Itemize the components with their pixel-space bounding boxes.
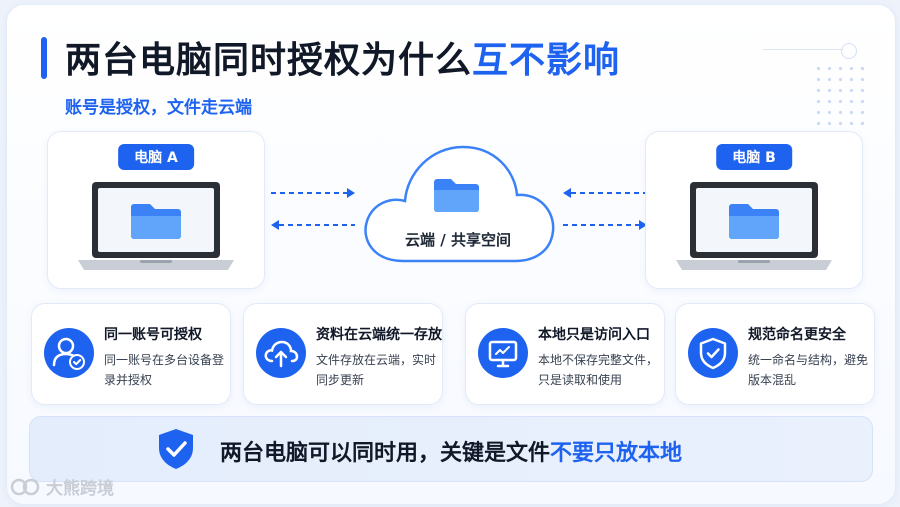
computer-b-label: 电脑 B [716,144,792,170]
page-subtitle: 账号是授权，文件走云端 [65,98,252,118]
cloud-icon [364,145,555,263]
laptop-icon [78,182,234,270]
feature-desc: 统一命名与结构，避免版本混乱 [748,353,869,387]
summary-banner: 两台电脑可以同时用，关键是文件不要只放本地 [29,416,873,482]
decor-line [763,49,843,50]
banner-text-main: 两台电脑可以同时用，关键是文件 [220,441,551,466]
shield-check-icon [159,429,193,469]
feature-title: 规范命名更安全 [748,327,846,343]
feature-card-local: 本地只是访问入口 本地不保存完整文件，只是读取和使用 [465,303,665,405]
banner-text: 两台电脑可以同时用，关键是文件不要只放本地 [220,435,682,467]
cloud-shared-space: 云端 / 共享空间 [355,129,561,269]
cloud-label: 云端 / 共享空间 [405,231,511,249]
feature-title: 本地只是访问入口 [538,327,650,343]
infographic-page: 两台电脑同时授权为什么互不影响 账号是授权，文件走云端 电脑 A [6,4,896,505]
folder-icon [131,204,181,239]
laptop-icon [676,182,832,270]
cloud-upload-icon [256,328,306,378]
computer-a-label: 电脑 A [118,144,194,170]
watermark-logo-icon [10,478,40,495]
computer-a-card: 电脑 A [47,131,265,289]
feature-title: 同一账号可授权 [104,327,202,343]
feature-desc: 同一账号在多台设备登录并授权 [104,353,225,387]
watermark-text: 大熊跨境 [46,479,114,499]
watermark: 大熊跨境 [10,474,114,499]
feature-title: 资料在云端统一存放 [316,327,442,343]
computer-b-card: 电脑 B [645,131,863,289]
decor-dot-grid [813,63,867,129]
decor-circle [841,43,857,59]
shield-check-icon [688,328,738,378]
feature-card-cloud: 资料在云端统一存放 文件存放在云端，实时同步更新 [243,303,443,405]
title-accent-bar [41,37,47,79]
banner-text-highlight: 不要只放本地 [550,441,683,466]
feature-card-naming: 规范命名更安全 统一命名与结构，避免版本混乱 [675,303,875,405]
title-main: 两台电脑同时授权为什么 [65,40,473,81]
page-title: 两台电脑同时授权为什么互不影响 [65,31,620,83]
user-check-icon [44,328,94,378]
folder-icon [434,179,479,212]
folder-icon [729,204,779,239]
sync-arrows-right [563,188,647,230]
monitor-icon [478,328,528,378]
feature-desc: 文件存放在云端，实时同步更新 [316,353,437,387]
feature-card-account: 同一账号可授权 同一账号在多台设备登录并授权 [31,303,231,405]
sync-arrows-left [271,188,355,230]
title-highlight: 互不影响 [472,40,621,81]
feature-desc: 本地不保存完整文件，只是读取和使用 [538,353,659,387]
